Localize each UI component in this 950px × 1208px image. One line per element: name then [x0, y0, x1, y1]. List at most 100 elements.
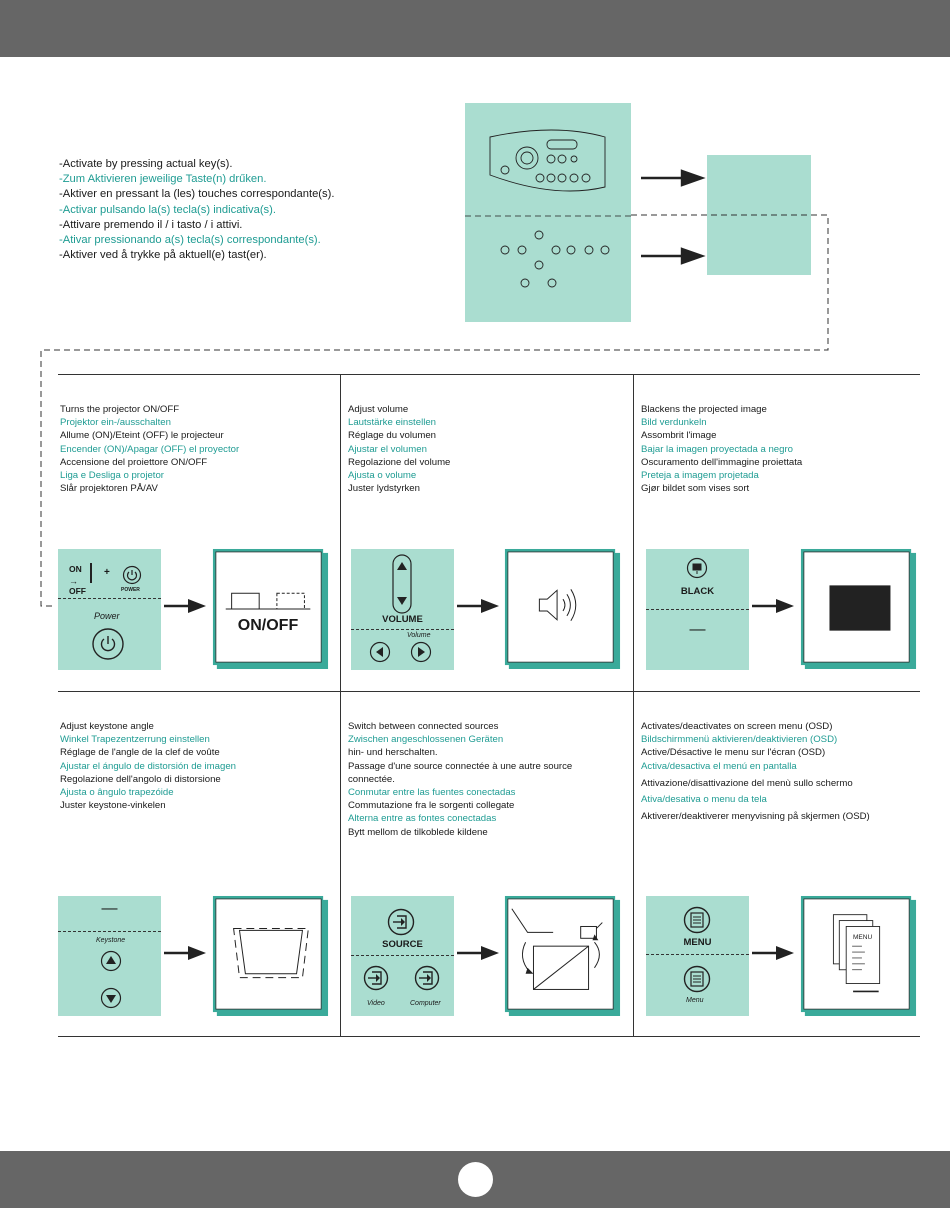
- grid-line: [633, 374, 634, 1036]
- desc-line: Liga e Desliga o projetor: [60, 470, 164, 482]
- intro-line: -Attivare premendo il / i tasto / i atti…: [59, 218, 243, 231]
- remote-power-icon[interactable]: [91, 627, 125, 661]
- remote-volume-label: Volume: [407, 632, 431, 639]
- desc-line: Adjust volume: [348, 404, 409, 415]
- desc-line: Accensione del proiettore ON/OFF: [60, 456, 208, 468]
- keystone-down-icon[interactable]: [100, 987, 122, 1009]
- desc-line: Ajustar el ángulo de distorsión de image…: [60, 760, 236, 772]
- grid-line: [340, 374, 341, 1036]
- menu-description: Activates/deactivates on screen menu (OS…: [641, 720, 870, 825]
- desc-line: Bytt mellom de tilkoblede kildene: [348, 826, 488, 838]
- grid-line: [58, 374, 920, 375]
- arrow-icon: [164, 599, 206, 613]
- desc-line: Réglage de l'angle de la clef de voûte: [60, 747, 220, 759]
- desc-line: Bild verdunkeln: [641, 417, 707, 429]
- desc-line: Encender (ON)/Apagar (OFF) el proyector: [60, 443, 240, 455]
- desc-line: Alterna entre as fontes conectadas: [348, 813, 497, 825]
- remote-menu-label: Menu: [686, 997, 704, 1004]
- on-label: ON: [69, 564, 82, 574]
- desc-line: Juster keystone-vinkelen: [60, 800, 166, 812]
- desc-line: Zwischen angeschlossenen Geräten: [348, 734, 504, 746]
- source-button-icon[interactable]: [387, 908, 415, 936]
- intro-line: -Activate by pressing actual key(s).: [59, 158, 233, 170]
- video-source-icon[interactable]: [363, 965, 389, 991]
- power-button-label: POWER: [121, 587, 140, 593]
- desc-line: Bildschirmmenü aktivieren/deaktivieren (…: [641, 734, 838, 745]
- computer-source-icon[interactable]: [414, 965, 440, 991]
- desc-line: Conmutar entre las fuentes conectadas: [348, 787, 516, 799]
- arrow-icon: [752, 599, 794, 613]
- desc-line: Turns the projector ON/OFF: [60, 404, 180, 415]
- intro-line: -Zum Aktivieren jeweilige Taste(n) drűke…: [59, 173, 267, 186]
- desc-line: Ajusta o volume: [348, 470, 417, 482]
- video-label: Video: [367, 1000, 385, 1007]
- menu-button-icon[interactable]: [683, 906, 711, 934]
- arrow-icon: [752, 946, 794, 960]
- projector-screen-keystone: [212, 895, 329, 1016]
- desc-line: Ativa/desativa o menu da tela: [641, 794, 767, 805]
- desc-line: Lautstärke einstellen: [348, 417, 436, 429]
- computer-label: Computer: [410, 1000, 441, 1007]
- keystone-key-label: —: [101, 900, 118, 917]
- desc-line: Commutazione fra le sorgenti collegate: [348, 800, 515, 812]
- plus-sign: +: [104, 567, 110, 578]
- arrow-icon: [457, 599, 499, 613]
- on-off-switch-label: ON → OFF: [69, 564, 86, 596]
- volume-rocker-icon[interactable]: [391, 553, 413, 615]
- projector-screen-volume: [504, 548, 621, 669]
- desc-line: Switch between connected sources: [348, 721, 499, 732]
- desc-line: Regolazione dell'angolo di distorsione: [60, 773, 221, 785]
- grid-line: [58, 1036, 920, 1037]
- remote-black-label: —: [689, 621, 706, 638]
- desc-line: Assombrit l'image: [641, 430, 717, 442]
- desc-line: Adjust keystone angle: [60, 721, 154, 732]
- arrow-icon: [457, 946, 499, 960]
- volume-key-panel: VOLUME Volume: [351, 549, 454, 670]
- desc-line: Aktiverer/deaktiverer menyvisning på skj…: [641, 811, 870, 822]
- off-label: OFF: [69, 586, 86, 596]
- menu-pages-icon: [832, 914, 881, 984]
- desc-line: Active/Désactive le menu sur l'écran (OS…: [641, 747, 826, 758]
- remote-power-label: Power: [94, 611, 120, 621]
- desc-line: Projektor ein-/ausschalten: [60, 417, 171, 429]
- menu-screen-label: MENU: [853, 934, 873, 941]
- projector-screen-source: [504, 895, 621, 1016]
- black-key-panel: BLACK —: [646, 549, 749, 670]
- rocker-switch[interactable]: [90, 563, 92, 583]
- keystone-up-icon[interactable]: [100, 950, 122, 972]
- volume-key-label: VOLUME: [382, 614, 423, 625]
- volume-up-icon[interactable]: [410, 641, 432, 663]
- desc-line: Allume (ON)/Eteint (OFF) le projecteur: [60, 430, 224, 442]
- desc-line: Slår projektoren PÅ/AV: [60, 483, 158, 495]
- guide-lines: [40, 169, 829, 607]
- power-key-panel: ON → OFF + POWER Power: [58, 549, 161, 670]
- grid-line: [58, 691, 920, 692]
- intro-line: -Aktiver ved å trykke på aktuell(e) tast…: [59, 249, 267, 262]
- laptop-icon: [511, 908, 554, 933]
- desc-line: Activates/deactivates on screen menu (OS…: [641, 721, 833, 732]
- arrow-icon: [164, 946, 206, 960]
- on-off-screen-label: ON/OFF: [237, 617, 299, 634]
- source-key-panel: SOURCE Video Computer: [351, 896, 454, 1016]
- desc-line: hin- und herschalten.: [348, 747, 438, 759]
- desc-line: Activa/desactiva el menú en pantalla: [641, 761, 797, 772]
- desc-line: Regolazione del volume: [348, 456, 451, 468]
- volume-down-icon[interactable]: [369, 641, 391, 663]
- black-description: Blackens the projected image Bild verdun…: [641, 403, 802, 495]
- desc-line: connectée.: [348, 773, 395, 785]
- speaker-icon: [538, 589, 577, 622]
- desc-line: Winkel Trapezentzerrung einstellen: [60, 734, 210, 746]
- black-button-icon[interactable]: [686, 557, 708, 579]
- remote-overview-panel: [465, 103, 631, 322]
- divider: [58, 598, 161, 599]
- projector-screen-black: [800, 548, 917, 669]
- power-icon[interactable]: [122, 565, 142, 585]
- camera-icon: [580, 925, 597, 939]
- power-description: Turns the projector ON/OFF Projektor ein…: [60, 403, 239, 495]
- remote-menu-icon[interactable]: [683, 965, 711, 993]
- black-key-label: BLACK: [680, 586, 715, 597]
- desc-line: Preteja a imagem projetada: [641, 470, 759, 482]
- source-description: Switch between connected sources Zwische…: [348, 720, 572, 839]
- remote-keystone-label: Keystone: [96, 937, 126, 944]
- divider: [351, 955, 454, 956]
